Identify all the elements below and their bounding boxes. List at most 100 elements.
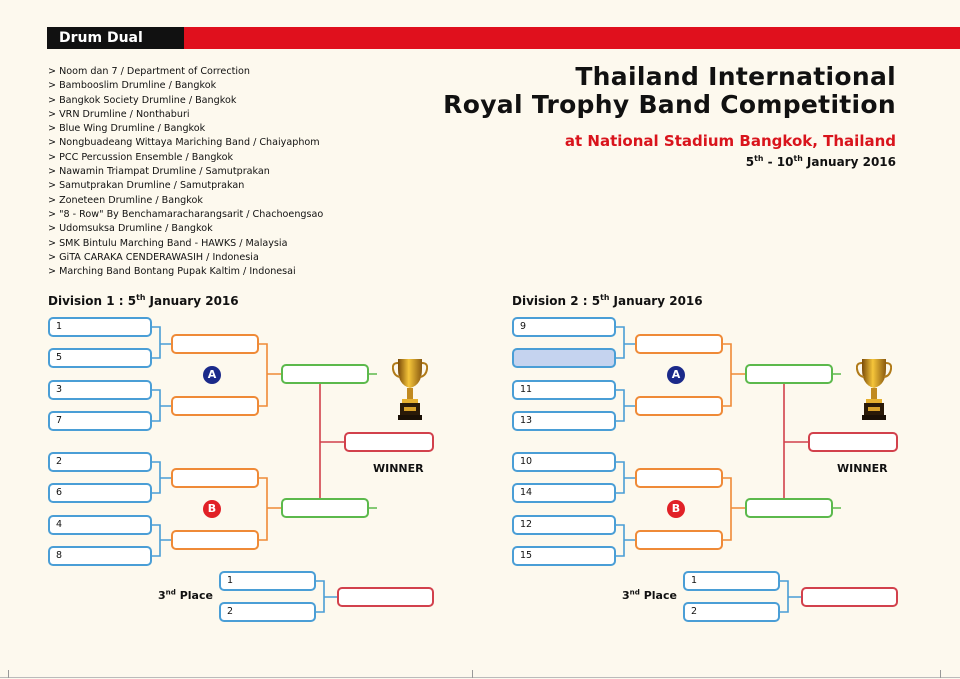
title-line-2: Royal Trophy Band Competition xyxy=(443,90,896,119)
final-slot[interactable] xyxy=(344,432,434,452)
round2-slot[interactable] xyxy=(635,396,723,416)
third-connector xyxy=(780,580,801,613)
seed-connector xyxy=(152,524,171,557)
third-place-text: Place xyxy=(175,589,213,602)
participant-list: > Noom dan 7 / Department of Correction >… xyxy=(48,65,378,279)
seed-slot[interactable]: 1 xyxy=(48,317,152,337)
participant-item: > Blue Wing Drumline / Bangkok xyxy=(48,123,206,135)
round2-slot[interactable] xyxy=(171,396,259,416)
third-place-number: 3 xyxy=(622,589,630,602)
division-title-sup: th xyxy=(600,293,610,302)
seed-slot[interactable]: 8 xyxy=(48,546,152,566)
seed-slot[interactable]: 13 xyxy=(512,411,616,431)
participant-item: > SMK Bintulu Marching Band - HAWKS / Ma… xyxy=(48,237,288,249)
seed-connector xyxy=(616,461,635,494)
seed-slot[interactable]: 9 xyxy=(512,317,616,337)
date-start-sup: th xyxy=(754,154,764,163)
crop-mark xyxy=(8,670,9,678)
round2-slot[interactable] xyxy=(635,530,723,550)
division-title: Division 2 : 5th January 2016 xyxy=(512,294,703,308)
page-bottom-rule xyxy=(0,677,960,678)
semifinal-slot[interactable] xyxy=(745,498,833,518)
group-b-badge: B xyxy=(203,500,221,518)
header-accent-bar xyxy=(184,27,960,49)
seed-slot[interactable]: 11 xyxy=(512,380,616,400)
participant-item: > Udomsuksa Drumline / Bangkok xyxy=(48,223,213,235)
date-start: 5 xyxy=(745,155,755,169)
division-title-date: January 2016 xyxy=(145,294,239,308)
seed-slot[interactable]: 4 xyxy=(48,515,152,535)
participant-item: > GiTA CARAKA CENDERAWASIH / Indonesia xyxy=(48,251,259,263)
participant-item: > Bangkok Society Drumline / Bangkok xyxy=(48,94,237,106)
round2-slot[interactable] xyxy=(635,334,723,354)
seed-slot[interactable]: 3 xyxy=(48,380,152,400)
final-connector xyxy=(319,384,344,498)
semifinal-slot[interactable] xyxy=(745,364,833,384)
venue: at National Stadium Bangkok, Thailand xyxy=(564,132,896,150)
winner-label: WINNER xyxy=(837,462,888,475)
participant-item: > Nawamin Triampat Drumline / Samutpraka… xyxy=(48,166,270,178)
third-seed-slot[interactable]: 2 xyxy=(219,602,316,622)
seed-connector xyxy=(616,326,635,359)
seed-slot[interactable]: 10 xyxy=(512,452,616,472)
final-connector xyxy=(783,384,808,498)
seed-slot[interactable]: 5 xyxy=(48,348,152,368)
seed-slot[interactable]: 15 xyxy=(512,546,616,566)
division-title-sup: th xyxy=(136,293,146,302)
round2-connector xyxy=(259,343,281,407)
seed-slot[interactable]: 12 xyxy=(512,515,616,535)
group-a-badge: A xyxy=(203,366,221,384)
division-title: Division 1 : 5th January 2016 xyxy=(48,294,239,308)
seed-slot[interactable] xyxy=(512,348,616,368)
third-place-text: Place xyxy=(639,589,677,602)
third-connector xyxy=(316,580,337,613)
seed-connector xyxy=(616,389,635,422)
trophy-icon xyxy=(392,359,428,420)
date-end-sup: th xyxy=(793,154,803,163)
third-seed-slot[interactable]: 2 xyxy=(683,602,780,622)
date-mid: - 10 xyxy=(763,155,794,169)
participant-item: > Noom dan 7 / Department of Correction xyxy=(48,66,250,77)
third-place-sup: nd xyxy=(629,587,640,597)
third-place-final-slot[interactable] xyxy=(801,587,898,607)
round2-slot[interactable] xyxy=(635,468,723,488)
seed-connector xyxy=(152,461,171,494)
semifinal-slot[interactable] xyxy=(281,498,369,518)
title-line-1: Thailand International xyxy=(575,62,896,91)
division-title-date: January 2016 xyxy=(609,294,703,308)
seed-slot[interactable]: 6 xyxy=(48,483,152,503)
participant-item: > Nongbuadeang Wittaya Mariching Band / … xyxy=(48,137,320,149)
third-seed-slot[interactable]: 1 xyxy=(683,571,780,591)
participant-item: > Zoneteen Drumline / Bangkok xyxy=(48,194,203,206)
third-place-sup: nd xyxy=(165,587,176,597)
participant-item: > Bambooslim Drumline / Bangkok xyxy=(48,80,217,92)
round2-slot[interactable] xyxy=(171,334,259,354)
seed-slot[interactable]: 7 xyxy=(48,411,152,431)
division-title-label: Division 1 : 5 xyxy=(48,294,137,308)
seed-connector xyxy=(152,326,171,359)
trophy-icon xyxy=(856,359,892,420)
participant-item: > Samutprakan Drumline / Samutprakan xyxy=(48,180,245,192)
division-title-label: Division 2 : 5 xyxy=(512,294,601,308)
date-end: January 2016 xyxy=(802,155,896,169)
third-place-number: 3 xyxy=(158,589,166,602)
seed-slot[interactable]: 2 xyxy=(48,452,152,472)
participant-item: > VRN Drumline / Nonthaburi xyxy=(48,108,190,120)
group-b-badge: B xyxy=(667,500,685,518)
final-slot[interactable] xyxy=(808,432,898,452)
round2-slot[interactable] xyxy=(171,468,259,488)
third-place-label: 3nd Place xyxy=(158,587,213,602)
participant-item: > Marching Band Bontang Pupak Kaltim / I… xyxy=(48,266,296,278)
third-place-final-slot[interactable] xyxy=(337,587,434,607)
third-seed-slot[interactable]: 1 xyxy=(219,571,316,591)
seed-connector xyxy=(152,389,171,422)
seed-slot[interactable]: 14 xyxy=(512,483,616,503)
round2-connector xyxy=(723,343,745,407)
event-dates: 5th - 10th January 2016 xyxy=(746,155,896,169)
semifinal-slot[interactable] xyxy=(281,364,369,384)
seed-connector xyxy=(616,524,635,557)
participant-item: > "8 - Row" By Benchamaracharangsarit / … xyxy=(48,208,324,220)
winner-label: WINNER xyxy=(373,462,424,475)
crop-mark xyxy=(472,670,473,678)
round2-slot[interactable] xyxy=(171,530,259,550)
